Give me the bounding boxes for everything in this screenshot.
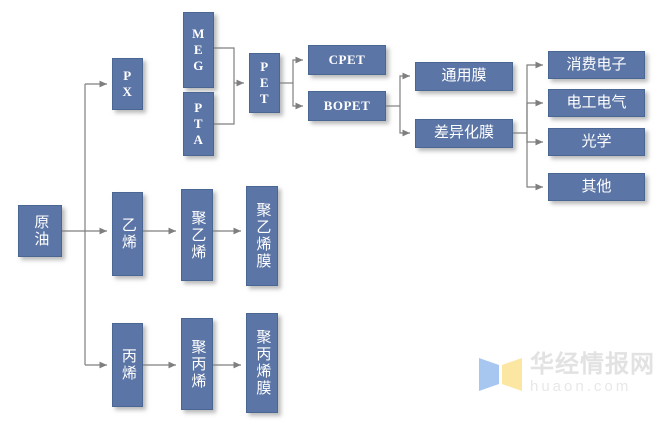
node-label: P T A <box>193 100 204 147</box>
node-ethylene[interactable]: 乙烯 <box>112 192 143 276</box>
node-px[interactable]: P X <box>112 58 143 110</box>
node-label: 差异化膜 <box>433 124 494 142</box>
node-label: 原油 <box>32 214 50 248</box>
node-other[interactable]: 其他 <box>548 173 645 201</box>
node-label: M E G <box>192 26 205 73</box>
node-label: BOPET <box>323 97 371 113</box>
node-label: 消费电子 <box>566 55 627 73</box>
node-meg[interactable]: M E G <box>183 12 214 88</box>
node-pp_film[interactable]: 聚丙烯膜 <box>246 313 278 413</box>
edge-pta-merge <box>214 83 235 125</box>
edge-split-differential <box>399 106 410 137</box>
node-label: 乙烯 <box>119 217 137 251</box>
node-label: P X <box>122 68 133 99</box>
node-label: CPET <box>328 51 366 67</box>
node-label: 其他 <box>581 177 612 195</box>
watermark-brand-cn: 华经情报网 <box>530 351 655 378</box>
node-general[interactable]: 通用膜 <box>415 62 513 91</box>
logo-right-wing <box>502 358 522 391</box>
node-pta[interactable]: P T A <box>183 92 214 156</box>
node-pp[interactable]: 聚丙烯 <box>181 318 213 410</box>
node-label: 聚乙烯 <box>189 209 207 261</box>
logo-left-wing <box>479 358 499 391</box>
node-cpet[interactable]: CPET <box>308 45 386 75</box>
edge-meg-merge <box>214 47 235 83</box>
watermark-brand-en: huaon.com <box>530 378 632 396</box>
node-pet[interactable]: P E T <box>249 53 280 113</box>
edge-split-bopet <box>292 83 303 110</box>
edge-split-cpet <box>292 56 303 83</box>
node-label: 聚乙烯膜 <box>254 202 272 270</box>
node-crude[interactable]: 原油 <box>18 205 62 257</box>
edge-split-electrical <box>526 99 543 133</box>
node-label: 通用膜 <box>441 67 487 85</box>
node-label: 聚丙烯膜 <box>254 329 272 397</box>
watermark-text-group: 华经情报网 huaon.com <box>530 352 658 396</box>
node-label: 聚丙烯 <box>189 338 207 390</box>
node-pe[interactable]: 聚乙烯 <box>181 189 213 281</box>
node-consumer[interactable]: 消费电子 <box>548 51 645 79</box>
edge-split-general <box>399 72 410 106</box>
node-label: 丙烯 <box>119 348 137 382</box>
node-electrical[interactable]: 电工电气 <box>548 89 645 117</box>
node-pe_film[interactable]: 聚乙烯膜 <box>246 186 278 286</box>
node-optical[interactable]: 光学 <box>548 128 645 156</box>
edge-split-consumer <box>526 61 543 133</box>
watermark: 华经情报网 huaon.com <box>478 352 658 414</box>
node-propylene[interactable]: 丙烯 <box>112 323 143 407</box>
huaon-logo-icon <box>479 358 522 391</box>
node-label: 电工电气 <box>566 93 627 111</box>
edge-split-other <box>526 133 543 191</box>
node-differential[interactable]: 差异化膜 <box>415 119 513 148</box>
node-label: P E T <box>259 59 270 106</box>
node-label: 光学 <box>581 132 612 150</box>
node-bopet[interactable]: BOPET <box>308 91 386 121</box>
edge-split-optical <box>526 133 543 146</box>
